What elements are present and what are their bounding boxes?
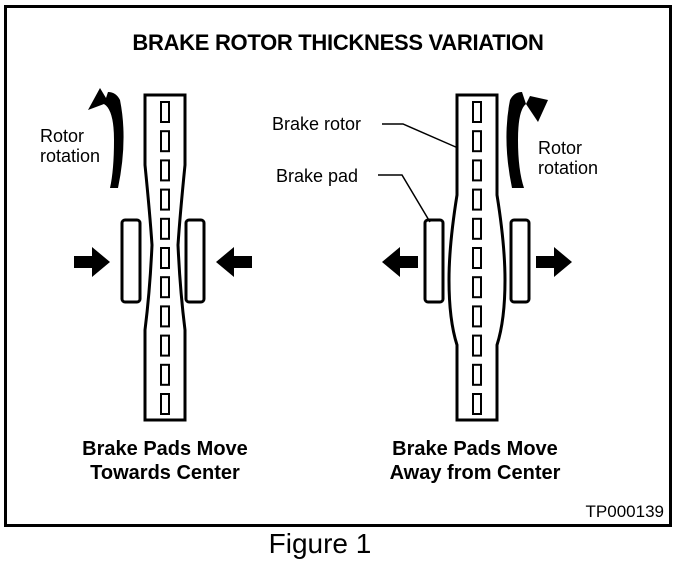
left-rotation-arrow-icon: [88, 88, 124, 188]
right-inner-pad: [423, 218, 445, 304]
rotor-callout-leader: [382, 123, 459, 149]
left-rotor-cooling-slots: [160, 101, 170, 415]
pad-callout-label: Brake pad: [276, 166, 359, 186]
cooling-slot: [472, 363, 482, 386]
arrow-right-icon: [74, 247, 110, 277]
right-rotor: [447, 93, 507, 422]
cooling-slot: [160, 305, 170, 328]
left-inner-pad: [120, 218, 142, 304]
rotor-callout-label: Brake rotor: [272, 114, 362, 134]
left-rotation-label: Rotor rotation: [40, 126, 100, 166]
left-rotation-label-line2: rotation: [40, 146, 101, 166]
right-outer-pad: [509, 218, 531, 304]
cooling-slot: [472, 305, 482, 328]
right-caption-line2: Away from Center: [389, 462, 561, 484]
diagram-title: BRAKE ROTOR THICKNESS VARIATION: [132, 30, 544, 55]
cooling-slot: [472, 334, 482, 357]
right-brake-pads: [423, 218, 531, 304]
arrow-left-icon: [216, 247, 252, 277]
pad-callout-leader: [378, 174, 431, 223]
left-rotor: [143, 93, 187, 422]
cooling-slot: [160, 101, 170, 123]
cooling-slot: [472, 393, 482, 415]
left-brake-pads: [120, 218, 206, 304]
cooling-slot: [160, 247, 170, 269]
right-rotation-label: Rotor rotation: [538, 138, 598, 178]
right-rotation-arrow-icon: [506, 92, 548, 188]
cooling-slot: [472, 188, 482, 211]
cooling-slot: [160, 363, 170, 386]
right-rotation-label-line1: Rotor: [538, 138, 583, 158]
cooling-slot: [472, 276, 482, 299]
cooling-slot: [160, 130, 170, 153]
left-caption-line2: Towards Center: [90, 462, 240, 484]
cooling-slot: [160, 393, 170, 415]
left-caption: Brake Pads Move Towards Center: [50, 437, 280, 485]
cooling-slot: [472, 159, 482, 182]
arrow-right-icon: [536, 247, 572, 277]
left-caption-line1: Brake Pads Move: [82, 438, 248, 460]
figure-caption: Figure 1: [268, 528, 372, 559]
right-rotation-label-line2: rotation: [538, 158, 599, 178]
figure-code: TP000139: [585, 502, 664, 521]
right-caption-line1: Brake Pads Move: [392, 438, 558, 460]
right-rotor-cooling-slots: [472, 101, 482, 415]
cooling-slot: [472, 130, 482, 153]
right-caption: Brake Pads Move Away from Center: [360, 437, 590, 485]
cooling-slot: [160, 276, 170, 299]
arrow-left-icon: [382, 247, 418, 277]
cooling-slot: [160, 188, 170, 211]
cooling-slot: [472, 247, 482, 269]
left-outer-pad: [184, 218, 206, 304]
cooling-slot: [472, 101, 482, 123]
cooling-slot: [472, 217, 482, 240]
cooling-slot: [160, 217, 170, 240]
left-rotation-label-line1: Rotor: [40, 126, 85, 146]
cooling-slot: [160, 334, 170, 357]
cooling-slot: [160, 159, 170, 182]
